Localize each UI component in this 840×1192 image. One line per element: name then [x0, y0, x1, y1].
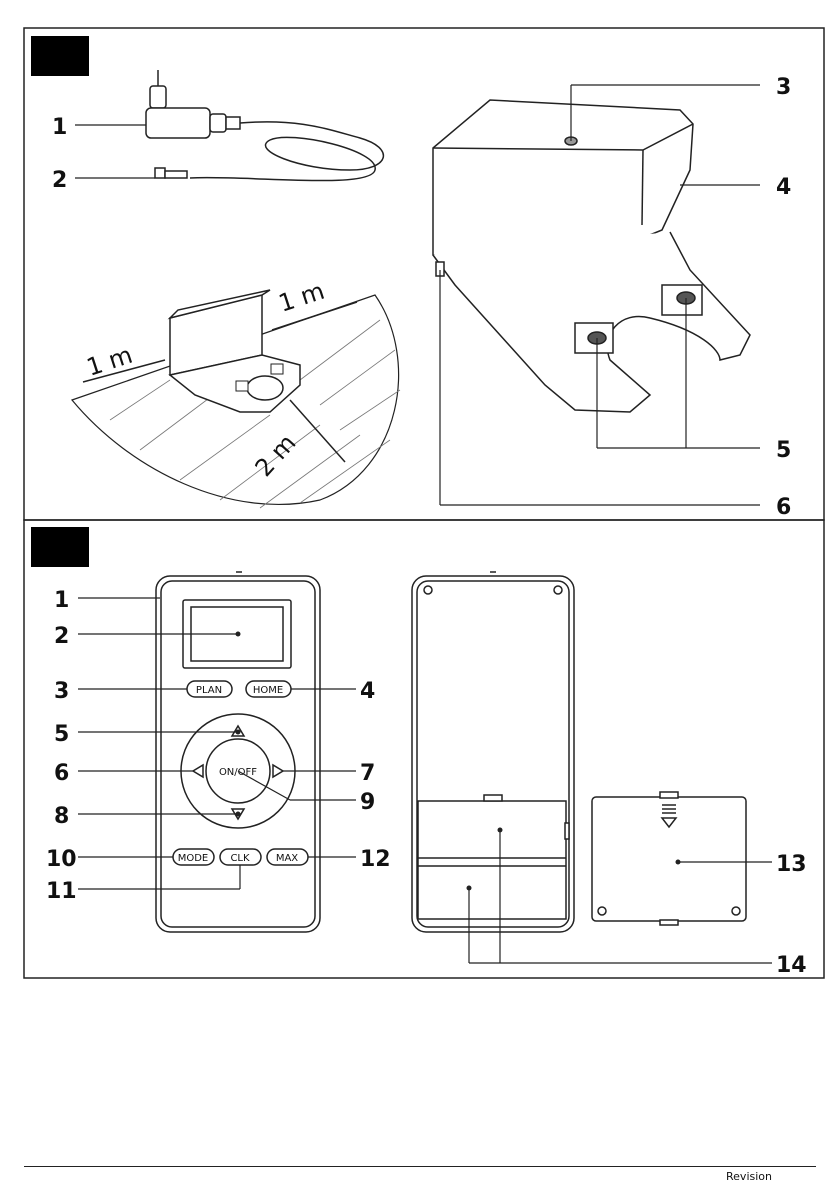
remote-front	[156, 572, 320, 932]
callout-b10: 10	[46, 847, 77, 872]
callout-a5: 5	[776, 438, 791, 463]
charging-station-illustration	[433, 100, 750, 412]
footer-rule	[24, 1166, 816, 1167]
distance-label-left: 1 m	[83, 341, 136, 382]
clk-button-label: CLK	[230, 853, 250, 864]
battery-cover	[592, 792, 746, 925]
max-button-label: MAX	[276, 853, 298, 864]
callout-a2: 2	[52, 168, 67, 193]
callout-b13: 13	[776, 852, 807, 877]
on-off-button-label: ON/OFF	[219, 767, 257, 778]
callout-b14: 14	[776, 953, 807, 978]
panel-b-marker	[31, 527, 89, 567]
panel-a-marker	[31, 36, 89, 76]
callout-b1: 1	[54, 588, 69, 613]
mode-button-label: MODE	[178, 853, 209, 864]
callout-b5: 5	[54, 722, 69, 747]
callout-b9: 9	[360, 790, 375, 815]
callout-b11: 11	[46, 879, 77, 904]
callout-b8: 8	[54, 804, 69, 829]
placement-diagram	[72, 290, 400, 508]
callout-a1: 1	[52, 115, 67, 140]
home-button-label: HOME	[253, 685, 283, 696]
callout-a3: 3	[776, 75, 791, 100]
callout-a6: 6	[776, 495, 791, 520]
distance-label-right: 1 m	[275, 277, 328, 318]
footer-revision: Revision	[726, 1170, 772, 1183]
callout-b7: 7	[360, 761, 375, 786]
plan-button-label: PLAN	[196, 685, 222, 696]
callout-b2: 2	[54, 624, 69, 649]
callout-b12: 12	[360, 847, 391, 872]
callout-a4: 4	[776, 175, 791, 200]
callout-b4: 4	[360, 679, 375, 704]
remote-back	[412, 572, 574, 932]
callout-b6: 6	[54, 761, 69, 786]
power-adapter-illustration	[146, 70, 383, 181]
callout-b3: 3	[54, 679, 69, 704]
